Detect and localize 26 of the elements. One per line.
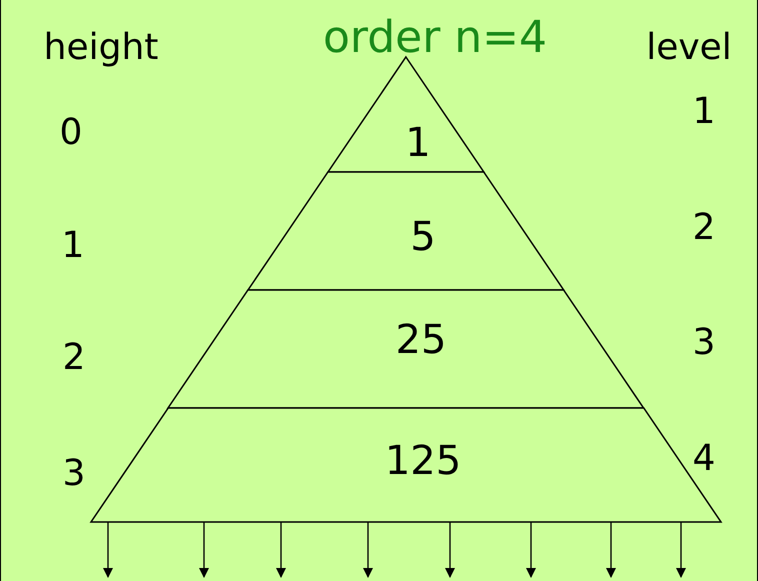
level-number: 3	[692, 325, 716, 361]
arrow	[103, 522, 113, 578]
arrow	[676, 522, 686, 578]
level-number: 1	[692, 94, 716, 130]
node-count: 25	[396, 320, 446, 360]
arrow	[526, 522, 536, 578]
column-heading: height	[44, 30, 158, 66]
level-number: 4	[692, 441, 716, 477]
arrow	[276, 522, 286, 578]
arrow	[199, 522, 209, 578]
diagram-title: order n=4	[322, 16, 548, 60]
pyramid-tier	[168, 290, 644, 408]
height-number: 3	[62, 456, 86, 492]
pyramid-tip	[328, 57, 484, 172]
height-number: 2	[62, 340, 86, 376]
level-number: 2	[692, 210, 716, 246]
arrow	[445, 522, 455, 578]
node-count: 5	[410, 217, 436, 257]
arrow	[363, 522, 373, 578]
height-number: 1	[62, 228, 84, 264]
column-heading: level	[646, 30, 732, 66]
height-number: 0	[60, 115, 82, 151]
node-count: 1	[405, 123, 431, 163]
node-count: 125	[384, 441, 462, 481]
arrow	[606, 522, 616, 578]
pyramid-tier	[91, 408, 721, 522]
